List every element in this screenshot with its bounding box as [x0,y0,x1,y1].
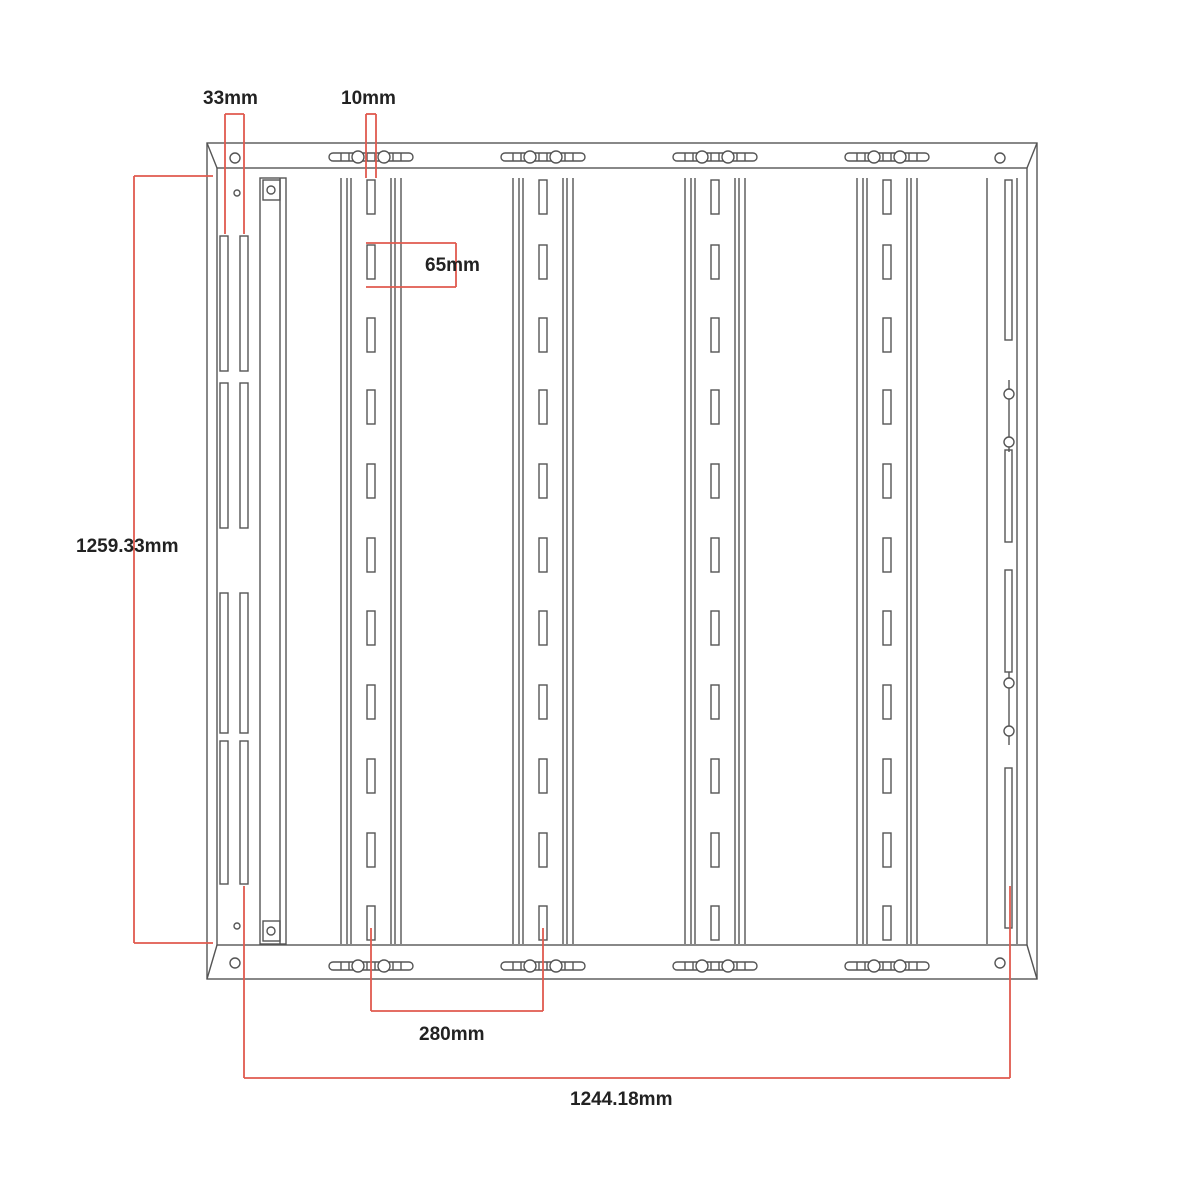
rail-slot [538,244,548,280]
mounting-tab [844,959,930,973]
rail-slot [366,389,376,425]
mounting-tab [328,150,414,164]
rail-slot [710,317,720,353]
mounting-tab [500,959,586,973]
mounting-tab [672,959,758,973]
rail-slot [366,317,376,353]
rail-slot [538,179,548,215]
mounting-tab [500,150,586,164]
outer-frame [206,142,1038,980]
rail-slot [366,463,376,499]
rail-slot [538,537,548,573]
dimension-lines [133,113,1011,1079]
rail-slot [538,758,548,794]
rail-slot [710,905,720,941]
mounting-tab [844,150,930,164]
rail-slot [882,905,892,941]
rails [340,178,918,944]
rail-slot [366,684,376,720]
rail-slot [882,389,892,425]
rail-slot [366,610,376,646]
rail-slot [710,758,720,794]
rail-slot [882,832,892,868]
slot-width-label: 10mm [341,88,396,109]
rail-1 [340,178,402,944]
rail-slot [710,832,720,868]
right-edge-bracket [986,178,1018,944]
rail-slot [538,463,548,499]
rail-slot [366,244,376,280]
rail-slot [538,389,548,425]
rail-slot [366,758,376,794]
rail-slot [882,684,892,720]
rail-slot [882,317,892,353]
rail-slot [882,537,892,573]
rail-slot [366,179,376,215]
rail-slot [710,610,720,646]
rail-slot [538,832,548,868]
rail-spacing-label: 33mm [203,88,258,109]
rail-slot [538,317,548,353]
rail-pitch-label: 280mm [419,1024,485,1045]
rail-slot [538,684,548,720]
corner-holes [229,152,1006,969]
rail-slot [882,244,892,280]
left-edge-bracket [219,177,287,945]
rail-slot [710,537,720,573]
rail-slot [710,684,720,720]
rail-slot [366,832,376,868]
rail-slot [710,463,720,499]
rail-slot [710,179,720,215]
rail-slot [882,610,892,646]
rail-slot [882,179,892,215]
rail-slot [710,389,720,425]
rail-slot [882,463,892,499]
rail-2 [512,178,574,944]
mounting-tab [672,150,758,164]
rail-slot [538,610,548,646]
rail-4 [856,178,918,944]
overall-height-label: 1259.33mm [76,536,179,557]
overall-width-label: 1244.18mm [570,1089,673,1110]
slot-length-label: 65mm [425,255,480,276]
rail-slot [882,758,892,794]
rail-slot [710,244,720,280]
rail-3 [684,178,746,944]
rail-slot [366,537,376,573]
mounting-tabs [328,150,930,973]
